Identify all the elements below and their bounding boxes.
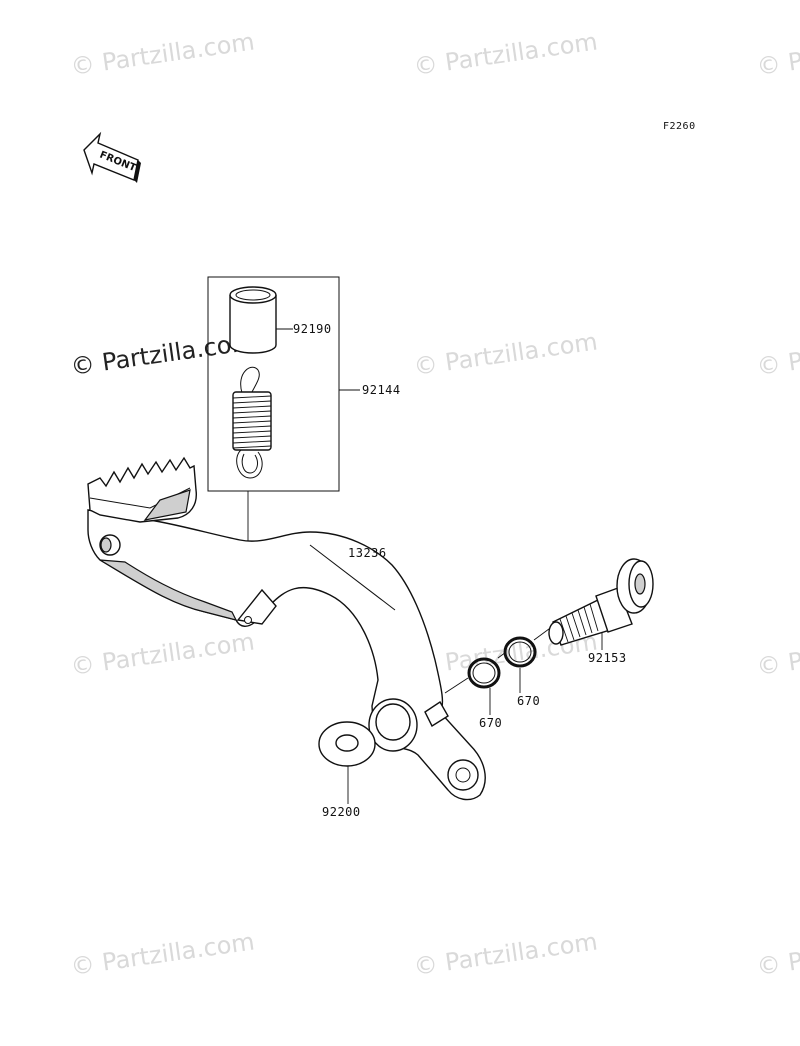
washer-part — [318, 721, 376, 767]
diagram-code: F2260 — [663, 121, 696, 132]
spring-kit-box — [207, 276, 340, 492]
label-oring-left: 670 — [479, 716, 502, 730]
label-shaft: 92153 — [588, 651, 627, 665]
watermark: © Partzilla.com — [69, 927, 256, 981]
label-collar: 92190 — [293, 322, 332, 336]
label-spring-kit: 92144 — [362, 383, 401, 397]
label-washer: 92200 — [322, 805, 361, 819]
part-labels: 92190 92144 13236 92153 670 670 92200 — [293, 322, 627, 819]
watermark: © Partzilla.com — [69, 327, 256, 381]
front-arrow-icon: FRONT — [83, 131, 141, 183]
brake-pedal-part — [87, 456, 486, 801]
collar-part — [229, 286, 277, 354]
spring-part — [232, 366, 272, 479]
oring-right-part — [503, 636, 537, 668]
watermark: © Partzilla.com — [755, 327, 800, 381]
watermark: © Partzilla.com — [755, 927, 800, 981]
watermark: © Partzilla.com — [412, 927, 599, 981]
watermark: © Partzilla.com — [69, 627, 256, 681]
label-oring-right: 670 — [517, 694, 540, 708]
oring-left-part — [467, 657, 501, 689]
watermark: © Partzilla.com — [755, 27, 800, 81]
shaft-part — [548, 558, 654, 646]
watermark: © Partzilla.com — [412, 327, 599, 381]
watermark: © Partzilla.com — [755, 627, 800, 681]
watermark: © Partzilla.com — [412, 27, 599, 81]
label-pedal: 13236 — [348, 546, 387, 560]
watermark: © Partzilla.com — [69, 27, 256, 81]
